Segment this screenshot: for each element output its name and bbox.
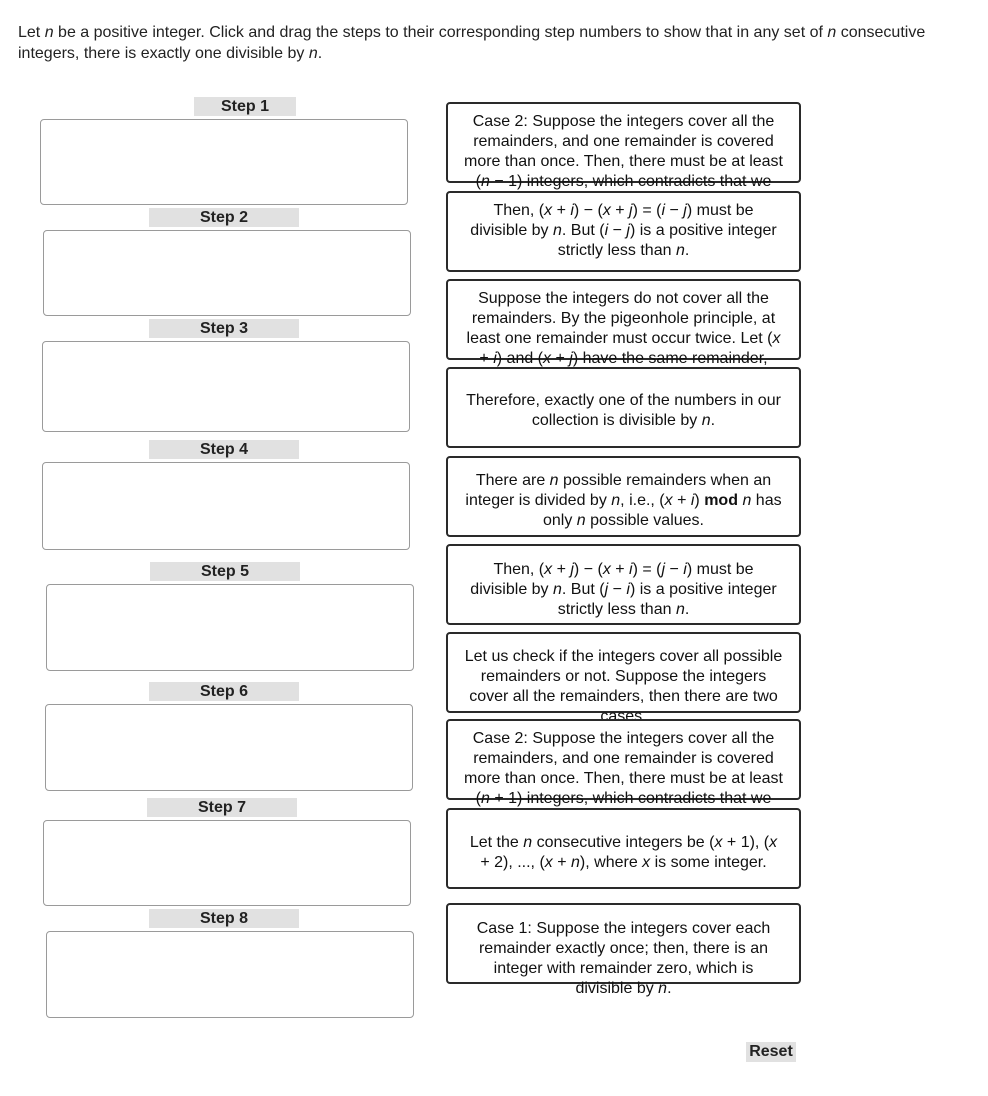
step-label-1: Step 1 [194, 97, 296, 116]
problem-prompt: Let n be a positive integer. Click and d… [18, 24, 926, 62]
step-label-2: Step 2 [149, 208, 299, 227]
step-drop-zone-3[interactable] [42, 341, 410, 432]
step-label-7: Step 7 [147, 798, 297, 817]
step-drop-zone-4[interactable] [42, 462, 410, 550]
step-drop-zone-2[interactable] [43, 230, 411, 316]
step-drop-zone-8[interactable] [46, 931, 414, 1018]
step-label-6: Step 6 [149, 682, 299, 701]
draggable-step-card[interactable]: Let us check if the integers cover all p… [446, 632, 801, 725]
draggable-step-card[interactable]: Case 1: Suppose the integers cover each … [446, 903, 801, 997]
draggable-step-card[interactable]: Let the n consecutive integers be (x + 1… [446, 808, 801, 889]
draggable-step-card[interactable]: Case 2: Suppose the integers cover all t… [446, 719, 801, 827]
draggable-step-card[interactable]: Case 2: Suppose the integers cover all t… [446, 102, 801, 210]
draggable-step-card[interactable]: Suppose the integers do not cover all th… [446, 279, 801, 387]
step-label-8: Step 8 [149, 909, 299, 928]
draggable-step-card[interactable]: Then, (x + j) − (x + i) = (j − i) must b… [446, 544, 801, 625]
draggable-step-card[interactable]: Then, (x + i) − (x + j) = (i − j) must b… [446, 191, 801, 272]
step-label-5: Step 5 [150, 562, 300, 581]
step-drop-zone-6[interactable] [45, 704, 413, 791]
draggable-step-card[interactable]: Therefore, exactly one of the numbers in… [446, 367, 801, 448]
step-label-3: Step 3 [149, 319, 299, 338]
draggable-step-card[interactable]: There are n possible remainders when an … [446, 456, 801, 537]
step-label-4: Step 4 [149, 440, 299, 459]
step-drop-zone-7[interactable] [43, 820, 411, 906]
step-drop-zone-1[interactable] [40, 119, 408, 205]
reset-button[interactable]: Reset [746, 1042, 796, 1062]
step-drop-zone-5[interactable] [46, 584, 414, 671]
